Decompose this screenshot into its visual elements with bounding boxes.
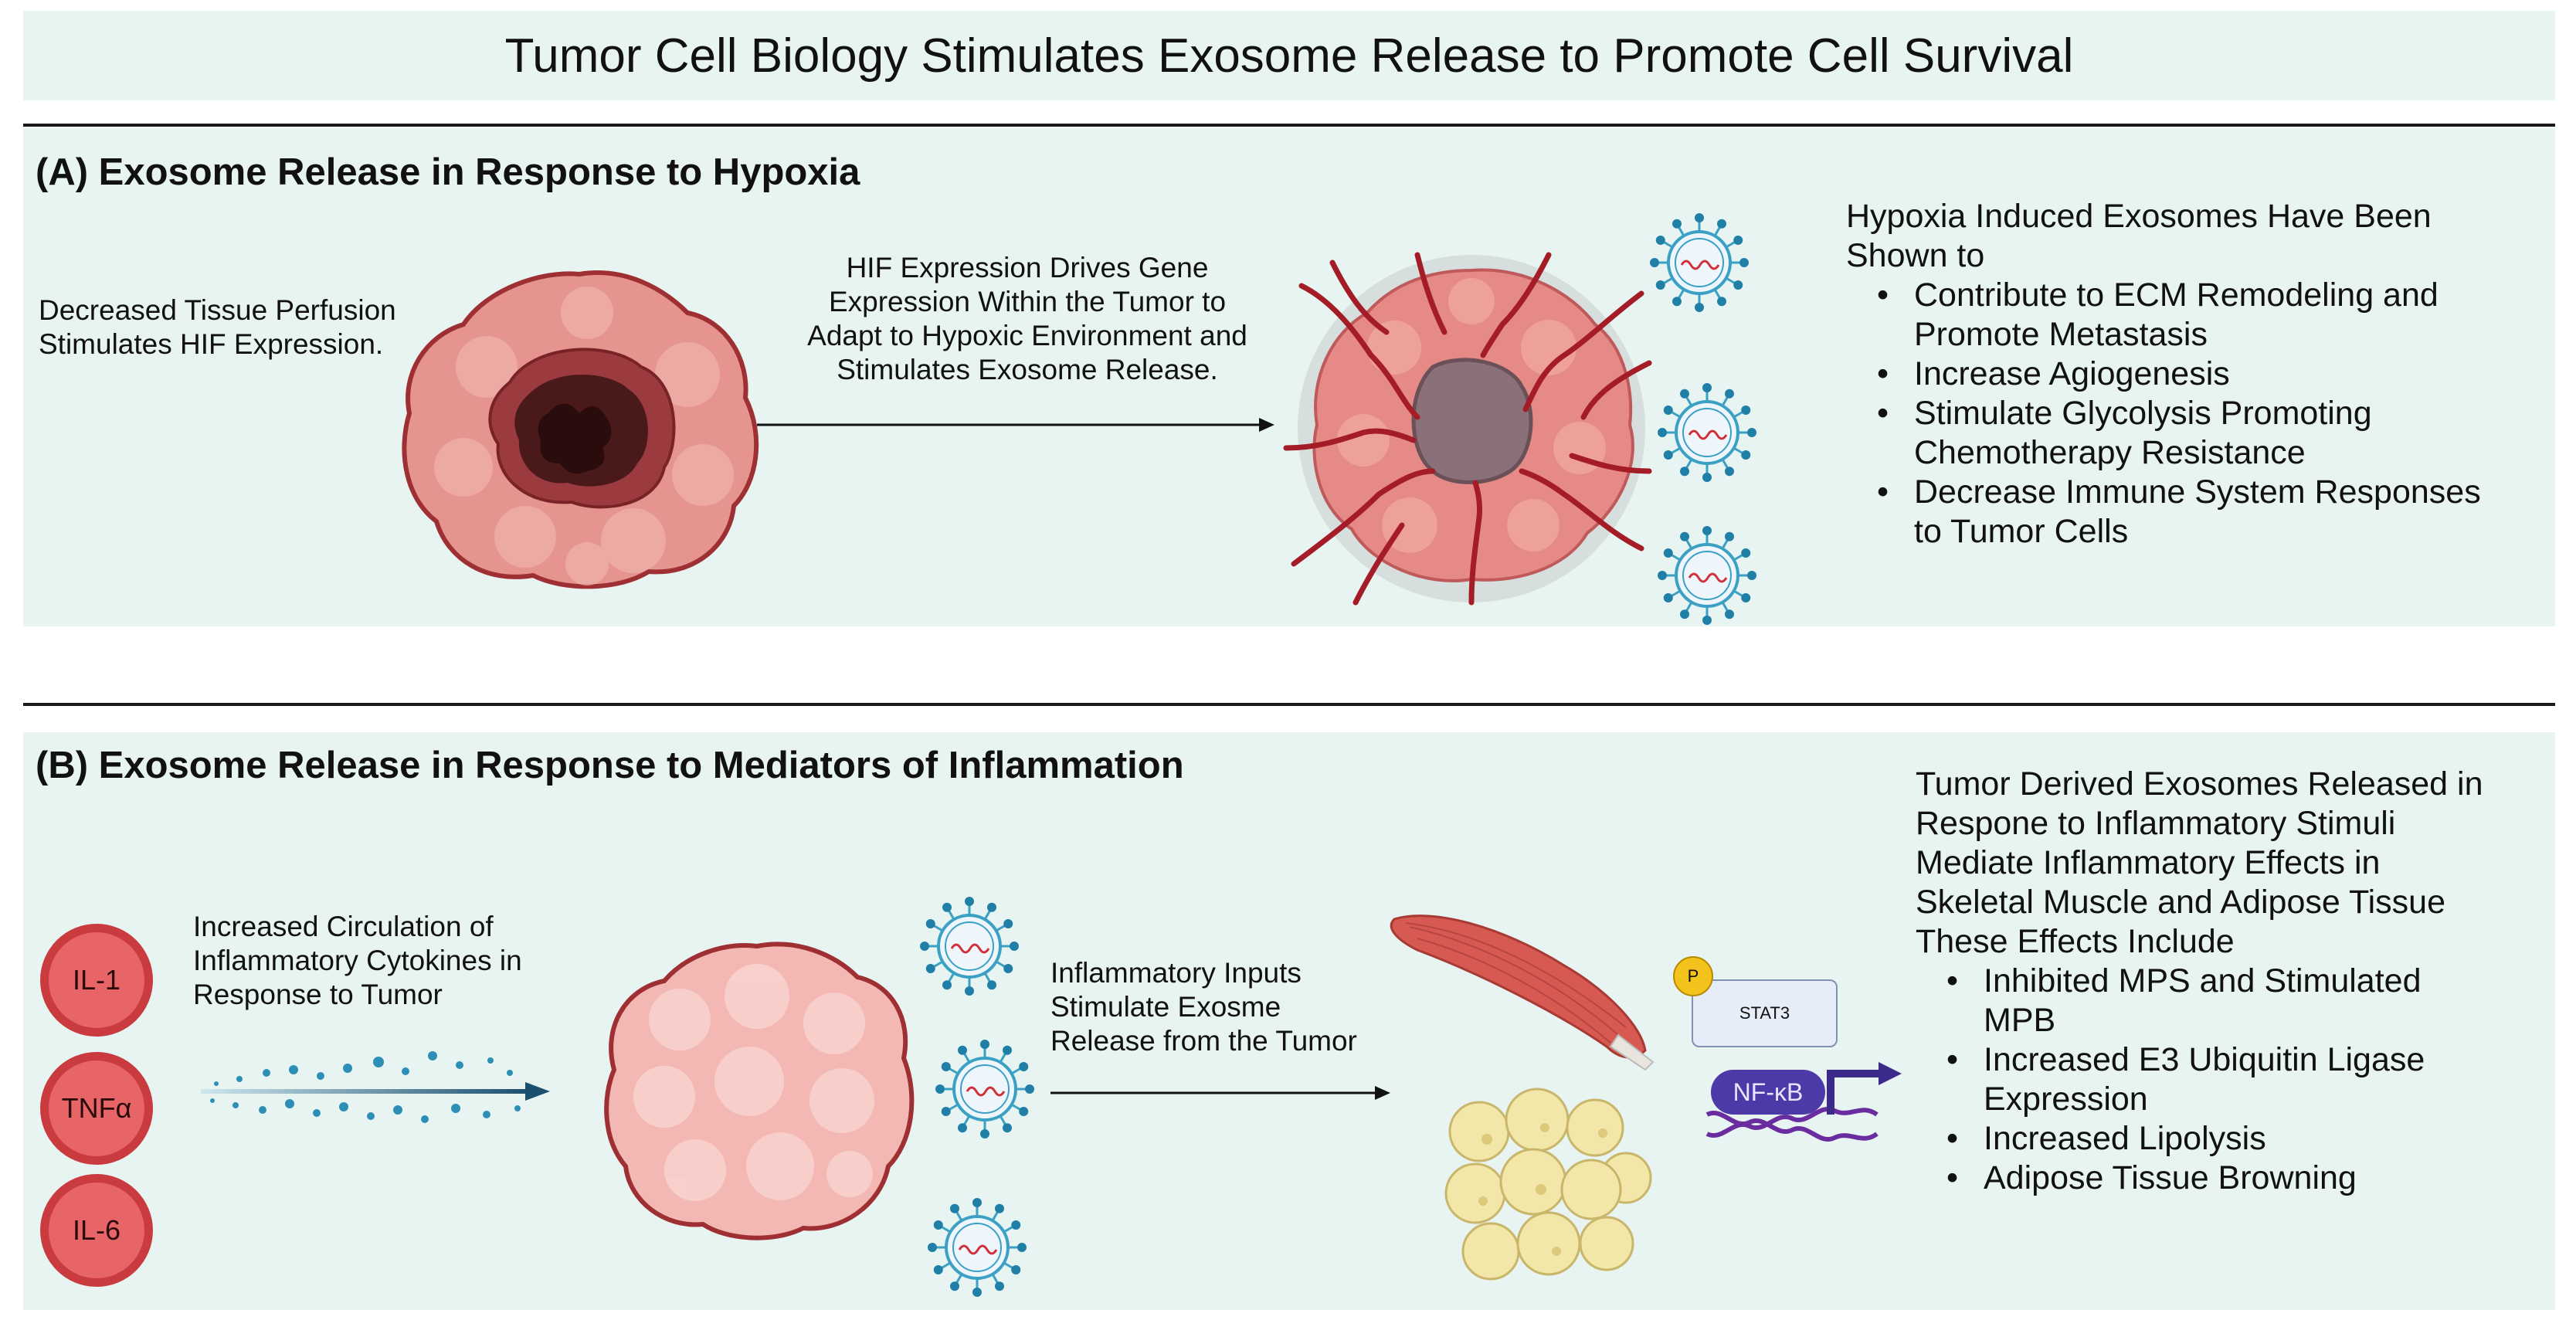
effect-line: Increased E3 Ubiquitin Ligase: [1984, 1041, 2425, 1078]
effects-intro-line: Respone to Inflammatory Stimuli: [1916, 805, 2396, 842]
bullet-icon: •: [1946, 1159, 1959, 1196]
exosome-icon: [928, 1198, 1027, 1297]
effect-line: MPB: [1984, 1002, 2056, 1039]
effects-intro-line: Mediate Inflammatory Effects in: [1916, 844, 2381, 881]
effects-intro-line: These Effects Include: [1916, 923, 2235, 960]
inflammation-effects: Tumor Derived Exosomes Released in Respo…: [1916, 765, 2483, 1198]
exosome-icon: [1658, 526, 1756, 625]
bullet-icon: •: [1877, 473, 1889, 511]
effect-line: Contribute to ECM Remodeling and: [1914, 277, 2439, 314]
cytokine-label: IL-1: [49, 932, 144, 1028]
effects-intro-line: Tumor Derived Exosomes Released in: [1916, 765, 2483, 803]
bullet-icon: •: [1946, 1120, 1959, 1157]
effect-line: Inhibited MPS and Stimulated: [1984, 962, 2422, 999]
cytokine-flow-arrow: [201, 1051, 550, 1123]
effect-line: Stimulate Glycolysis Promoting: [1914, 395, 2372, 432]
effect-line: Decrease Immune System Responses: [1914, 473, 2481, 511]
cytokine-label: TNFα: [49, 1060, 144, 1156]
hif-arrow-text: HIF Expression Drives Gene Expression Wi…: [757, 251, 1298, 387]
list-item: • Increase Agiogenesis: [1846, 355, 2481, 394]
phosphate-badge: P: [1673, 956, 1713, 996]
cytokine-tnfa: TNFα: [40, 1052, 153, 1165]
hypoxia-effects-list: • Contribute to ECM Remodeling and Promo…: [1846, 276, 2481, 551]
divider-top: [23, 124, 2555, 127]
bullet-icon: •: [1877, 355, 1889, 392]
panel-b-heading: (B) Exosome Release in Response to Media…: [36, 745, 1184, 786]
title-banner: Tumor Cell Biology Stimulates Exosome Re…: [23, 11, 2555, 100]
hif-arrow: [757, 418, 1274, 432]
tumor-illustration: [604, 942, 915, 1240]
bullet-icon: •: [1877, 395, 1889, 432]
effect-line: Promote Metastasis: [1914, 316, 2208, 353]
inflammatory-text-line: Inflammatory Inputs: [1050, 957, 1302, 989]
list-item: • Decrease Immune System Responses to Tu…: [1846, 473, 2481, 551]
cytokine-il1: IL-1: [40, 924, 153, 1037]
effect-line: Increase Agiogenesis: [1914, 355, 2230, 392]
cytokine-text-line: Inflammatory Cytokines in: [193, 945, 522, 976]
panel-inflammation: [23, 732, 2555, 1310]
nfkb-dna-icon: [1705, 1062, 1902, 1142]
perfusion-text-line: Decreased Tissue Perfusion: [39, 294, 396, 326]
hypoxic-tumor-illustration: [402, 270, 759, 589]
inflammatory-text-line: Stimulate Exosme: [1050, 991, 1281, 1023]
phosphate-label: P: [1687, 966, 1699, 986]
list-item: • Adipose Tissue Browning: [1916, 1159, 2483, 1198]
list-item: • Increased E3 Ubiquitin Ligase Expressi…: [1916, 1040, 2483, 1119]
bullet-icon: •: [1877, 277, 1889, 314]
effect-line: to Tumor Cells: [1914, 513, 2129, 550]
perfusion-text: Decreased Tissue Perfusion Stimulates HI…: [39, 294, 396, 361]
exosome-icon: [935, 1040, 1034, 1138]
divider-middle: [23, 703, 2555, 706]
page-title: Tumor Cell Biology Stimulates Exosome Re…: [504, 29, 2074, 83]
inflammatory-arrow: [1050, 1086, 1390, 1100]
list-item: • Stimulate Glycolysis Promoting Chemoth…: [1846, 394, 2481, 473]
panel-a-heading: (A) Exosome Release in Response to Hypox…: [36, 151, 860, 193]
hif-text-line: Stimulates Exosome Release.: [837, 354, 1218, 385]
exosome-icon: [1650, 213, 1749, 312]
list-item: • Increased Lipolysis: [1916, 1119, 2483, 1159]
bullet-icon: •: [1946, 1041, 1959, 1078]
list-item: • Contribute to ECM Remodeling and Promo…: [1846, 276, 2481, 355]
effect-line: Adipose Tissue Browning: [1984, 1159, 2357, 1196]
cytokine-text-line: Response to Tumor: [193, 979, 443, 1010]
inflammatory-arrow-text: Inflammatory Inputs Stimulate Exosme Rel…: [1050, 956, 1357, 1058]
adipose-tissue-icon: [1444, 1088, 1652, 1281]
effects-intro-line: Hypoxia Induced Exosomes Have Been: [1846, 198, 2432, 235]
list-item: • Inhibited MPS and Stimulated MPB: [1916, 962, 2483, 1040]
effect-line: Increased Lipolysis: [1984, 1120, 2266, 1157]
cytokine-text: Increased Circulation of Inflammatory Cy…: [193, 910, 522, 1012]
skeletal-muscle-icon: [1390, 915, 1655, 1071]
exosome-icon: [920, 897, 1019, 996]
cytokine-text-line: Increased Circulation of: [193, 911, 494, 942]
perfusion-text-line: Stimulates HIF Expression.: [39, 328, 384, 360]
effect-line: Expression: [1984, 1081, 2148, 1118]
effect-line: Chemotherapy Resistance: [1914, 434, 2306, 471]
cytokine-label: IL-6: [49, 1183, 144, 1278]
stat3-box: STAT3: [1692, 979, 1838, 1047]
hif-text-line: Expression Within the Tumor to: [828, 286, 1227, 317]
hypoxia-effects: Hypoxia Induced Exosomes Have Been Shown…: [1846, 197, 2481, 551]
inflammatory-text-line: Release from the Tumor: [1050, 1025, 1357, 1057]
effects-intro-line: Shown to: [1846, 237, 1985, 274]
hif-text-line: HIF Expression Drives Gene: [846, 252, 1209, 283]
stat3-label: STAT3: [1739, 1003, 1790, 1023]
vascularized-tumor-illustration: [1283, 252, 1652, 606]
hif-text-line: Adapt to Hypoxic Environment and: [807, 320, 1247, 351]
bullet-icon: •: [1946, 962, 1959, 999]
nfkb-label: NF-κB: [1733, 1077, 1804, 1106]
cytokine-il6: IL-6: [40, 1174, 153, 1287]
exosome-icon: [1658, 383, 1756, 482]
inflammation-effects-list: • Inhibited MPS and Stimulated MPB • Inc…: [1916, 962, 2483, 1198]
effects-intro-line: Skeletal Muscle and Adipose Tissue: [1916, 884, 2446, 921]
